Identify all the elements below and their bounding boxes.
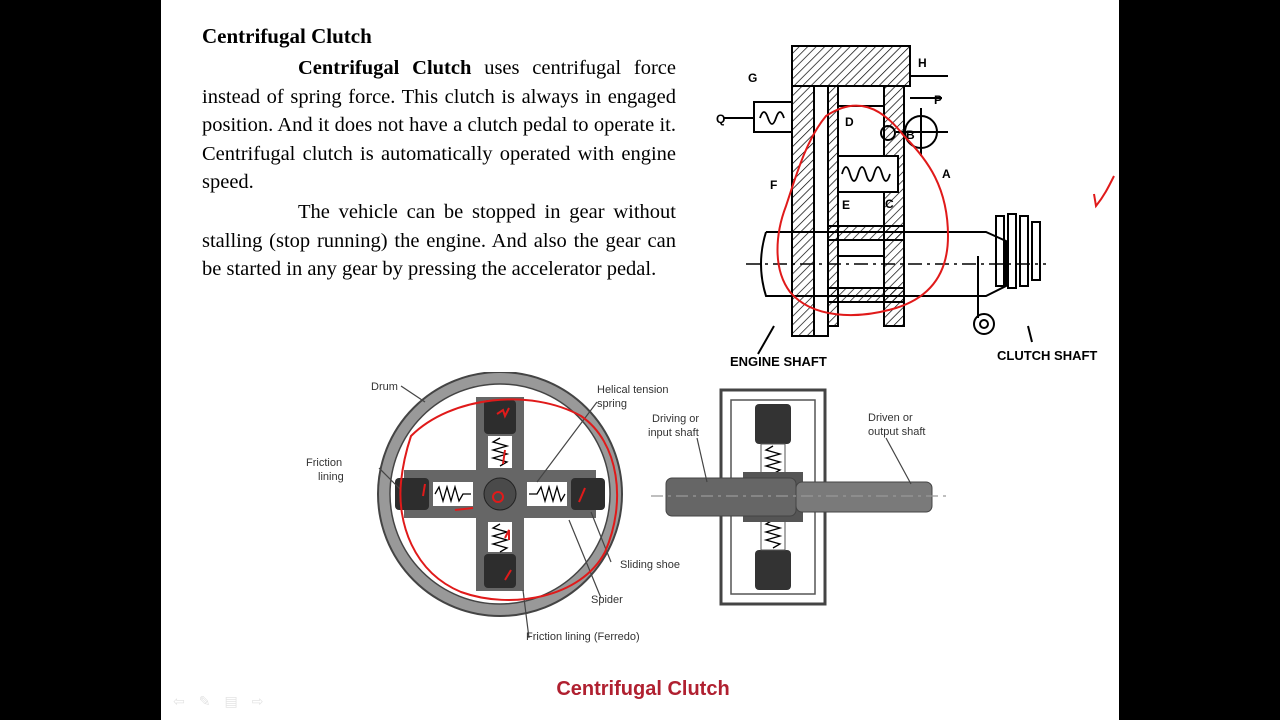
- label-helical-spring-2: spring: [597, 398, 627, 410]
- red-annotation-bottom: [399, 398, 619, 601]
- paragraph-2-text: The vehicle can be stopped in gear witho…: [202, 201, 676, 281]
- clutch-section-diagram: G H P Q D B F A E C ENGINE SHAFT CLUTCH …: [716, 45, 1115, 369]
- label-letter-p: P: [934, 93, 942, 107]
- label-driving-shaft-2: input shaft: [648, 427, 699, 439]
- slide-nav-controls: ⇦ ✎ ▤ ⇨: [173, 694, 263, 710]
- label-friction-ferredo: Friction lining (Ferredo): [526, 631, 640, 643]
- label-letter-c: C: [885, 197, 894, 211]
- label-letter-q: Q: [716, 112, 725, 126]
- centrifugal-clutch-diagram: Drum Helical tension spring Friction lin…: [306, 372, 951, 643]
- arrow-left-icon[interactable]: ⇦: [173, 694, 185, 710]
- label-driving-shaft-1: Driving or: [652, 413, 699, 425]
- menu-icon[interactable]: ▤: [224, 694, 238, 710]
- drum-front-view: [377, 372, 623, 617]
- label-letter-g: G: [748, 71, 757, 85]
- slide: Centrifugal Clutch Centrifugal Clutch us…: [161, 0, 1119, 720]
- label-drum: Drum: [371, 381, 398, 393]
- label-driven-shaft-2: output shaft: [868, 426, 926, 438]
- paragraph-1: Centrifugal Clutch uses centrifugal forc…: [202, 54, 676, 197]
- label-letter-e: E: [842, 198, 850, 212]
- diagram-caption: Centrifugal Clutch: [556, 678, 730, 700]
- label-driven-shaft-1: Driven or: [868, 412, 913, 424]
- label-friction-lining-1: Friction: [306, 457, 342, 469]
- label-sliding-shoe: Sliding shoe: [620, 559, 680, 571]
- paragraph-1-bold: Centrifugal Clutch: [298, 57, 472, 79]
- label-spider: Spider: [591, 594, 623, 606]
- slide-title: Centrifugal Clutch: [202, 24, 372, 48]
- label-helical-spring-1: Helical tension: [597, 384, 669, 396]
- label-letter-b: B: [906, 128, 915, 142]
- paragraph-2: The vehicle can be stopped in gear witho…: [202, 198, 676, 284]
- label-friction-lining-2: lining: [318, 471, 344, 483]
- leader-lines: [378, 385, 912, 639]
- clutch-shaft-label: CLUTCH SHAFT: [997, 348, 1097, 363]
- label-letter-f: F: [770, 178, 777, 192]
- engine-shaft-label: ENGINE SHAFT: [730, 354, 827, 369]
- drum-side-view: [651, 388, 951, 606]
- label-letter-h: H: [918, 56, 927, 70]
- paragraph-1-text: uses centrifugal force instead of spring…: [202, 57, 676, 194]
- clutch-housing-drawing: [724, 45, 1046, 355]
- red-annotation-top: [776, 104, 1115, 317]
- label-letter-a: A: [942, 167, 951, 181]
- arrow-right-icon[interactable]: ⇨: [251, 694, 264, 710]
- pen-icon[interactable]: ✎: [198, 694, 211, 710]
- label-letter-d: D: [845, 115, 854, 129]
